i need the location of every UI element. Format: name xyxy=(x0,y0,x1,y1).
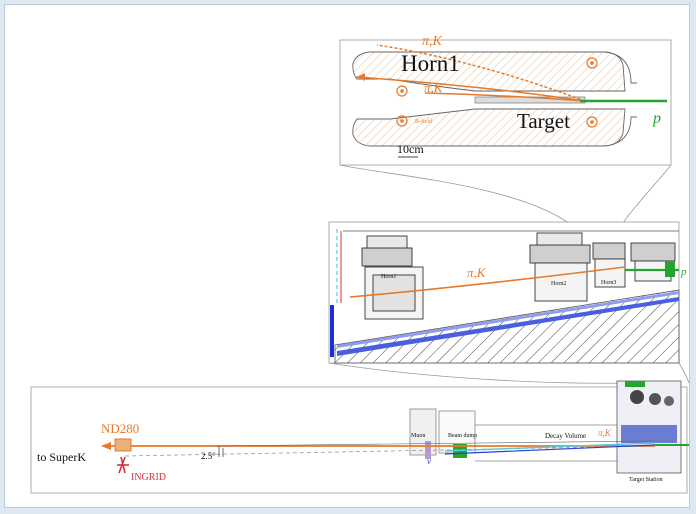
angle-label: 2.5° xyxy=(201,451,216,461)
ingrid-detector xyxy=(117,456,129,474)
beamline-diagram xyxy=(30,39,690,494)
pion-kaon-label-lower: π,K xyxy=(424,80,443,95)
zoom-connectors xyxy=(328,164,690,384)
target-station-shielding xyxy=(330,229,680,364)
beamline-panel xyxy=(30,386,688,494)
horn1-module-label: Horn1 xyxy=(381,274,397,280)
proton-label-station: p xyxy=(681,266,687,278)
proton-label-detail: p xyxy=(653,110,661,127)
muon-monitor-label: Muon xyxy=(411,433,426,439)
horn2-module-label: Horn2 xyxy=(551,281,567,287)
to-superk-label: to SuperK xyxy=(37,450,86,464)
target-station-tracks xyxy=(349,261,679,298)
decay-volume-label: Decay Volume xyxy=(545,432,587,440)
horn1-title: Horn1 xyxy=(401,51,460,76)
ingrid-label: INGRID xyxy=(131,472,166,483)
target-station-label: Target Station xyxy=(629,477,663,483)
horn-detail-particle-tracks xyxy=(354,44,667,103)
beamline-tracks xyxy=(101,440,689,457)
pion-kaon-label-beamline: π,K xyxy=(598,428,611,438)
figure-frame: Horn1 Target π,K π,K p 10cm B-field π,K … xyxy=(4,4,690,508)
nd280-detector xyxy=(114,438,132,452)
b-field-symbols xyxy=(396,57,598,128)
scale-label: 10cm xyxy=(397,142,424,156)
target-title: Target xyxy=(517,109,570,133)
horn3-module-label: Horn3 xyxy=(601,280,617,286)
beam-dump-label: Beam dump xyxy=(448,433,478,439)
pion-kaon-label-station: π,K xyxy=(467,265,486,280)
neutrino-label: ν xyxy=(427,456,431,466)
horn1-cross-section xyxy=(352,51,637,147)
nd280-label: ND280 xyxy=(101,421,140,436)
pion-kaon-label-upper: π,K xyxy=(422,34,442,49)
b-field-label: B-field xyxy=(415,119,432,125)
